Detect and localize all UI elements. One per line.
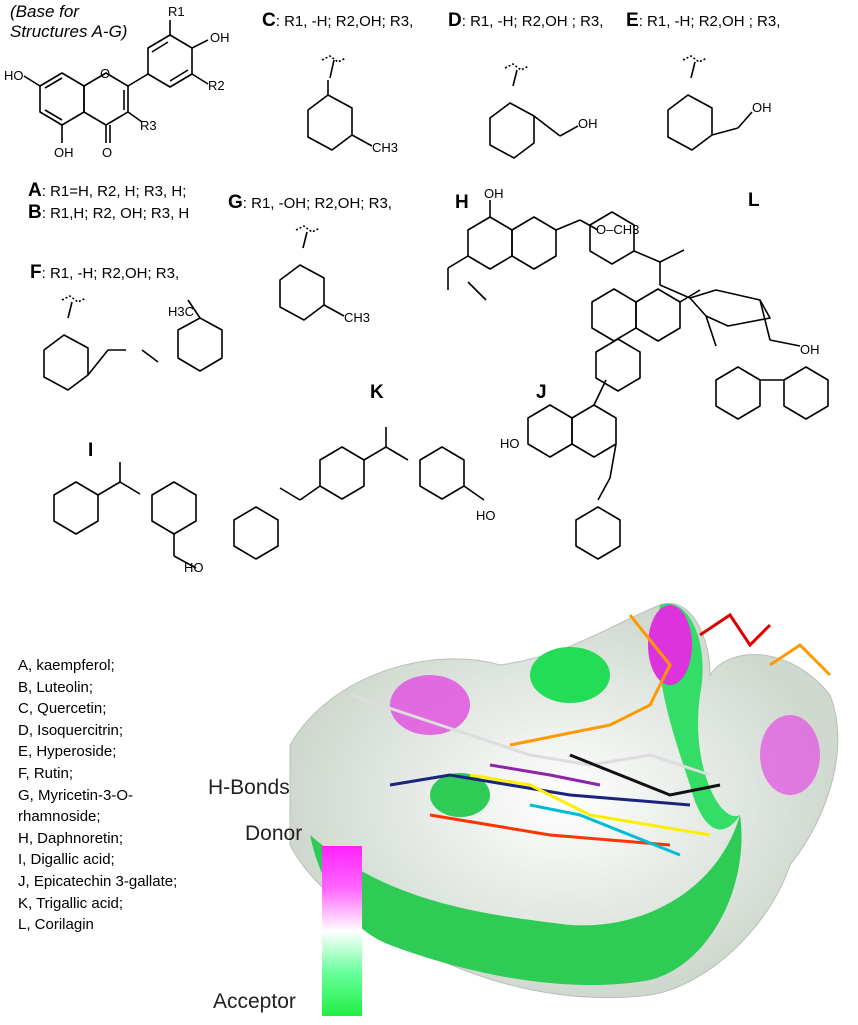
atom-r3: R3 — [140, 118, 157, 133]
atom-oh-l: OH — [800, 342, 820, 357]
sugar-c — [307, 55, 373, 151]
atom-o-keto: O — [102, 145, 113, 160]
structure-e-label: E: R1, -H; R2,OH ; R3, — [626, 10, 780, 32]
atom-oh-h: OH — [484, 186, 504, 201]
structure-j — [527, 338, 641, 560]
structure-c-text: : R1, -H; R2,OH; R3, — [275, 13, 414, 30]
atom-h3c-f: H3C — [168, 304, 195, 319]
structure-c-label: C: R1, -H; R2,OH; R3, — [262, 10, 413, 32]
structure-k-letter: K — [370, 382, 384, 403]
atom-oh-d6: OH — [578, 116, 598, 131]
docking-surface — [289, 602, 839, 999]
structure-d-label: D: R1, -H; R2,OH ; R3, — [448, 10, 603, 32]
structure-b-letter: B — [28, 202, 42, 223]
acceptor-lobe — [530, 647, 610, 703]
atom-ho-i: HO — [184, 560, 204, 575]
structure-h — [447, 200, 701, 342]
atom-ch3-c: CH3 — [372, 140, 399, 155]
structure-l-letter: L — [748, 190, 760, 211]
structure-d-text: : R1, -H; R2,OH ; R3, — [461, 13, 604, 30]
structure-j-letter: J — [536, 382, 547, 403]
structure-e-text: : R1, -H; R2,OH ; R3, — [638, 13, 781, 30]
structure-g-letter: G — [228, 192, 243, 213]
base-note-line1: (Base for — [10, 2, 79, 21]
legend-item: B, Luteolin; — [18, 678, 94, 696]
acceptor-region-bottom — [310, 815, 742, 986]
legend-item: E, Hyperoside; — [18, 743, 117, 761]
atom-r1: R1 — [168, 4, 185, 19]
legend-item: D, Isoquercitrin; — [18, 721, 124, 739]
structure-c-letter: C — [262, 10, 276, 31]
structure-k — [233, 427, 485, 560]
sugar-g — [279, 225, 345, 321]
atom-oh-a5: OH — [54, 145, 74, 160]
structures-drawing — [23, 20, 829, 569]
atom-ch3-g: CH3 — [344, 310, 371, 325]
donor-lobe-top — [648, 605, 692, 685]
donor-lobe-left — [390, 675, 470, 735]
atom-ho-a7: HO — [4, 68, 24, 83]
structure-f-label: F: R1, -H; R2,OH; R3, — [30, 262, 179, 284]
legend-item: G, Myricetin-3-O- — [18, 786, 134, 804]
base-note: (Base for Structures A-G) — [10, 2, 127, 42]
flavone-skeleton — [23, 20, 209, 143]
structure-b-label: B: R1,H; R2, OH; R3, H — [28, 202, 189, 224]
ring-a — [39, 72, 85, 126]
legend-item: L, Corilagin — [18, 916, 94, 934]
structure-e-letter: E — [626, 10, 639, 31]
structure-i-letter: I — [88, 440, 94, 461]
legend-item: rhamnoside; — [18, 808, 101, 826]
ring-b — [147, 34, 193, 88]
acceptor-lobe-left — [430, 773, 490, 817]
structure-f-text: : R1, -H; R2,OH; R3, — [41, 265, 180, 282]
structure-l — [589, 211, 829, 420]
compound-legend: A, kaempferol; B, Luteolin; C, Quercetin; D… — [18, 655, 177, 936]
structure-f-letter: F — [30, 262, 42, 283]
legend-item: F, Rutin; — [18, 764, 74, 782]
legend-item: C, Quercetin; — [18, 700, 107, 718]
structure-g-label: G: R1, -OH; R2,OH; R3, — [228, 192, 392, 214]
structure-h-letter: H — [455, 192, 469, 213]
hbonds-acceptor-label: Acceptor — [213, 990, 296, 1013]
sugar-f — [43, 295, 223, 391]
hbonds-donor-label: Donor — [245, 822, 303, 845]
structure-a-text: : R1=H, R2, H; R3, H; — [41, 183, 187, 200]
legend-item: H, Daphnoretin; — [18, 829, 124, 847]
structure-i — [53, 462, 197, 569]
atom-och3-h: O–CH3 — [596, 222, 640, 237]
legend-item: I, Digallic acid; — [18, 851, 115, 869]
donor-lobe-right — [760, 715, 820, 795]
atom-r2: R2 — [208, 78, 225, 93]
base-note-line2: Structures A-G) — [10, 22, 128, 41]
ligand-sticks — [349, 612, 832, 857]
structure-d-letter: D — [448, 10, 462, 31]
structure-b-text: : R1,H; R2, OH; R3, H — [41, 205, 190, 222]
hbonds-title: H-Bonds — [208, 776, 290, 799]
sugar-d — [489, 63, 579, 159]
legend-item: J, Epicatechin 3-gallate; — [18, 872, 178, 890]
structure-a-label: A: R1=H, R2, H; R3, H; — [28, 180, 186, 202]
atom-ho-j: HO — [500, 436, 520, 451]
hbonds-colorbar — [322, 846, 362, 1016]
legend-item: A, kaempferol; — [18, 657, 115, 674]
sugar-e — [667, 55, 753, 151]
atom-oh-b4: OH — [210, 30, 230, 45]
legend-item: K, Trigallic acid; — [18, 894, 124, 912]
structure-g-text: : R1, -OH; R2,OH; R3, — [242, 195, 392, 212]
atom-ho-k: HO — [476, 508, 496, 523]
structure-a-letter: A — [28, 180, 42, 201]
ring-c — [83, 72, 129, 126]
atom-o-ring: O — [100, 66, 111, 81]
atom-oh-e6: OH — [752, 100, 772, 115]
